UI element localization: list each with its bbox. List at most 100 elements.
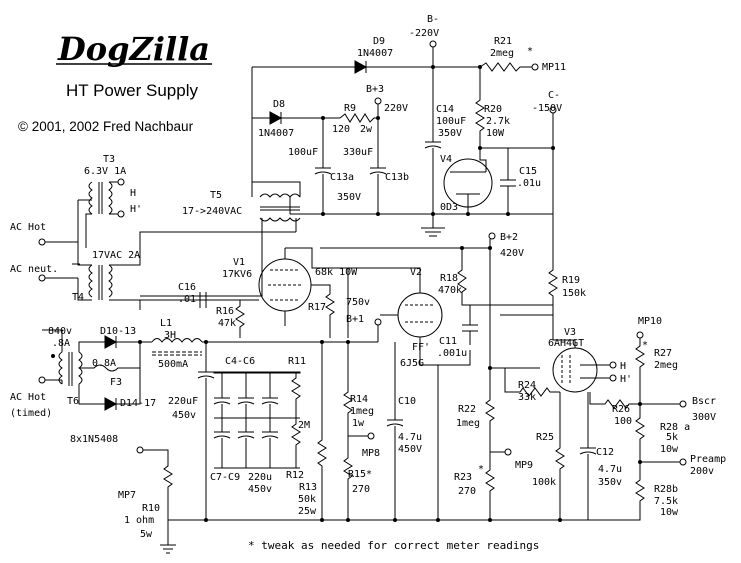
c13b-ref: C13b (385, 172, 409, 183)
t3-h-prime-label: H' (130, 204, 142, 215)
b-minus-name: B- (427, 14, 439, 25)
r28a-wattage: 10w (660, 444, 679, 455)
b3-voltage: 220V (384, 103, 408, 114)
r18-value: 470k (438, 285, 462, 296)
l1-current: 500mA (158, 359, 188, 370)
r13-value: 50k (298, 494, 316, 505)
t3-ref: T3 (103, 154, 115, 165)
ac-neutral-terminal (38, 274, 46, 282)
r28a-value: 5k (666, 432, 678, 443)
r26-value: 100 (614, 416, 632, 427)
b2-terminal (488, 232, 496, 240)
b-minus-voltage: -220V (409, 28, 439, 39)
c12-value: 4.7u (598, 464, 622, 475)
c4-c6-ref: C4-C6 (225, 356, 255, 367)
r28b-wattage: 10w (660, 507, 679, 518)
l1-inductance: 3H (164, 330, 176, 341)
ac-hot-label: AC Hot (10, 222, 46, 233)
c10-voltage: 450V (398, 444, 422, 455)
schematic-title: DogZilla (57, 30, 210, 68)
v3-h-terminal (609, 361, 617, 369)
c14-ref: C14 (436, 104, 454, 115)
preamp-name: Preamp (690, 454, 726, 465)
v4-type: 0D3 (440, 202, 458, 213)
v1-ref: V1 (233, 257, 245, 268)
mp8-label: MP8 (362, 448, 380, 459)
r25-ref: R25 (536, 432, 554, 443)
ac-hot-terminal (38, 238, 46, 246)
v3-h-prime-terminal (609, 374, 617, 382)
c11-value: .001u (437, 348, 467, 359)
bscr-terminal (679, 400, 687, 408)
c-minus-name: C- (548, 90, 560, 101)
r10-wattage: 5w (140, 529, 153, 540)
l1-choke (151, 338, 203, 343)
r18-ref: R18 (440, 273, 458, 284)
c10-value: 4.7u (398, 432, 422, 443)
t6-primary-winding (58, 351, 63, 385)
r19-value: 150k (562, 288, 586, 299)
t3-h-prime-terminal (117, 210, 125, 218)
f3-ref: F3 (110, 377, 122, 388)
c-minus-terminal (549, 106, 557, 114)
bias-supply-section (251, 40, 557, 245)
b2-name: B+2 (500, 232, 518, 243)
t3-secondary-winding (108, 181, 113, 215)
t6-voltage: 840v (48, 326, 72, 337)
c-minus-voltage: -150V (532, 103, 562, 114)
v4-ref: V4 (440, 154, 452, 165)
c11-ref: C11 (439, 336, 457, 347)
r21-value: 2meg (490, 48, 514, 59)
t4-rating: 17VAC 2A (92, 250, 140, 261)
preamp-voltage: 200v (690, 466, 714, 477)
v2-ref: V2 (410, 267, 422, 278)
r27-value: 2meg (654, 360, 678, 371)
f3-rating: 0.8A (92, 358, 116, 369)
v3-type: 6AH4GT (548, 338, 584, 349)
t5-ref: T5 (210, 190, 222, 201)
r24-ref: R24 (518, 380, 536, 391)
t4-primary-winding (88, 264, 93, 298)
r19-ref: R19 (562, 275, 580, 286)
r27-ref: R27 (654, 348, 672, 359)
r27-tweak-star: * (642, 340, 648, 351)
b2-voltage: 420V (500, 248, 524, 259)
r22-value: 1meg (456, 418, 480, 429)
bscr-voltage: 300V (692, 412, 716, 423)
c13b-value: 330uF (343, 147, 373, 158)
ac-input-section (38, 178, 296, 310)
c15-value: .01u (517, 178, 541, 189)
main-cap-voltage: 450v (172, 410, 196, 421)
c13-voltage: 350V (337, 192, 361, 203)
r14-value: 1meg (350, 406, 374, 417)
c14-value: 100uF (436, 116, 466, 127)
r28b-ref: R28b (654, 484, 678, 495)
balance-resistor-value: 2M (298, 420, 310, 431)
r28b-value: 7.5k (654, 496, 678, 507)
v3-ref: V3 (564, 327, 576, 338)
r20-wattage: 10W (486, 128, 505, 139)
t3-h-label: H (130, 188, 136, 199)
copyright-notice: © 2001, 2002 Fred Nachbaur (18, 119, 194, 134)
c7-c9-ref: C7-C9 (210, 472, 240, 483)
ac-timed-label: (timed) (10, 408, 52, 419)
r23-tweak-star: * (478, 464, 484, 475)
c12-voltage: 350v (598, 477, 622, 488)
v3-h-label: H (620, 361, 626, 372)
t4-ref: T4 (72, 292, 84, 303)
r26-ref: R26 (612, 404, 630, 415)
mp11-testpoint (531, 63, 539, 71)
b-minus-terminal (429, 40, 437, 48)
r9-value: 120 (332, 124, 350, 135)
mp9-testpoint (504, 448, 512, 456)
v3-screen-tube (552, 347, 598, 393)
mp7-testpoint (136, 446, 144, 454)
preamp-terminal (679, 458, 687, 466)
mp8-testpoint (367, 432, 375, 440)
mp9-label: MP9 (515, 460, 533, 471)
b3-terminal (374, 97, 382, 105)
d14-17-ref: D14-17 (120, 398, 156, 409)
d8-type: 1N4007 (258, 128, 294, 139)
c15-ref: C15 (519, 166, 537, 177)
